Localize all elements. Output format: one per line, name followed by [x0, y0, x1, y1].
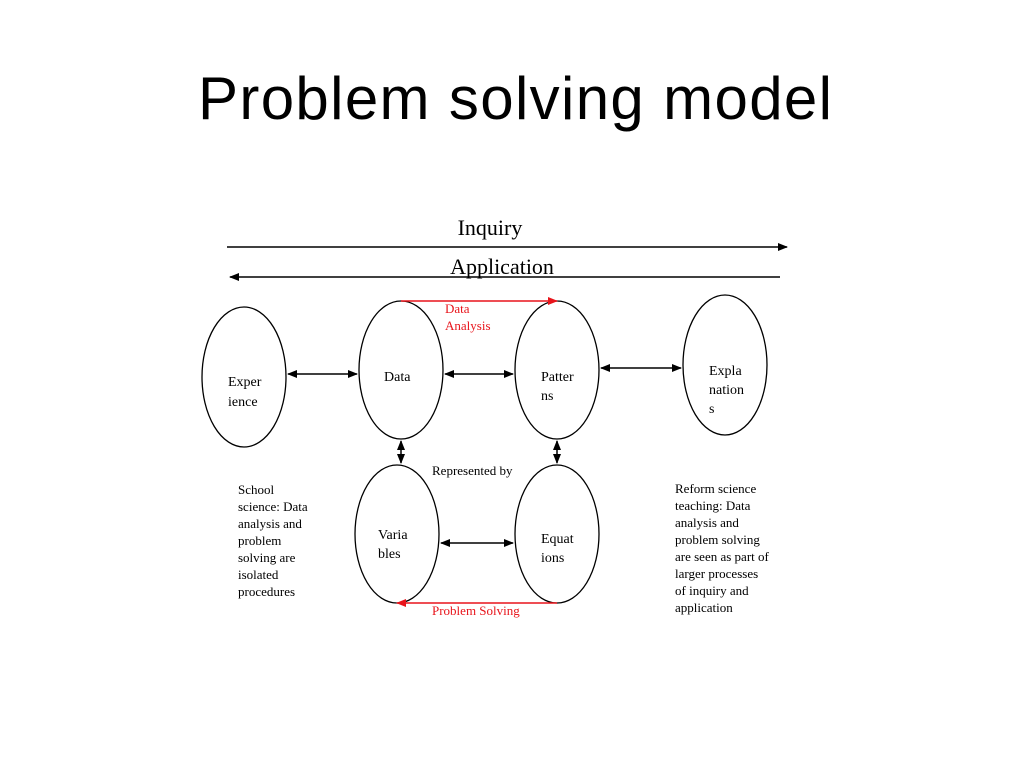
- school-science-note: School science: Data analysis and proble…: [238, 482, 311, 599]
- inquiry-label: Inquiry: [458, 215, 523, 240]
- explanations-label: Expla nation s: [709, 364, 748, 417]
- patterns-label: Patter ns: [541, 370, 577, 404]
- represented-by-label: Represented by: [432, 463, 513, 478]
- equations-label: Equat ions: [541, 532, 577, 566]
- problem-solving-label: Problem Solving: [432, 603, 520, 618]
- experience-label: Exper ience: [228, 375, 265, 410]
- slide-title: Problem solving model: [198, 65, 832, 132]
- reform-science-note: Reform science teaching: Data analysis a…: [675, 481, 772, 615]
- application-label: Application: [450, 254, 554, 279]
- node-experience: [201, 306, 287, 448]
- node-explanations: [682, 294, 768, 436]
- data-analysis-label: Data Analysis: [445, 301, 491, 333]
- data-label: Data: [384, 370, 411, 385]
- variables-label: Varia bles: [378, 528, 411, 562]
